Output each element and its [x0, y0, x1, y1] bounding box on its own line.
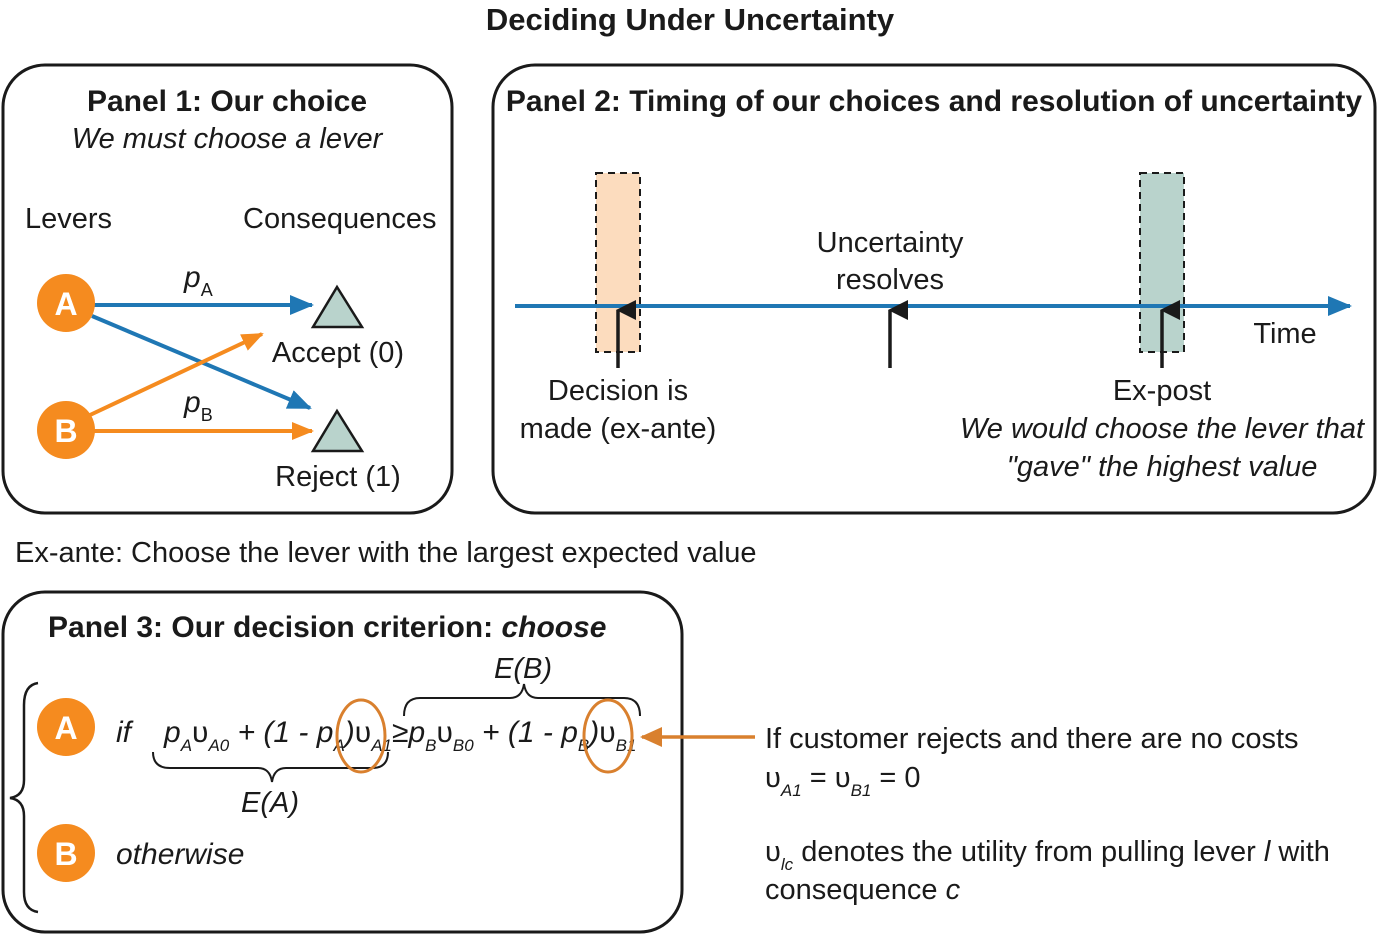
- note-def-line2: consequence: [765, 874, 946, 906]
- formula-close-2: ): [586, 716, 599, 749]
- accept-triangle: [310, 284, 365, 329]
- panel-1-subtitle: We must choose a lever: [72, 123, 384, 155]
- formula-p-a-2: p: [316, 716, 334, 749]
- formula-u-b0-sub: B0: [453, 736, 474, 755]
- arrow-b-accept: [89, 332, 264, 417]
- if-word: if: [116, 716, 134, 749]
- decision-label-line1: Decision is: [548, 375, 688, 407]
- formula-p-b-sub: B: [425, 736, 436, 755]
- note-def-l: l: [1264, 836, 1272, 868]
- reject-triangle: [310, 408, 365, 453]
- panel-3-title-italic: choose: [501, 611, 606, 644]
- criterion-lever-a-letter: A: [54, 710, 77, 746]
- note-def-text2: with: [1270, 836, 1330, 868]
- lever-b-letter: B: [54, 413, 77, 449]
- note-line1: If customer rejects and there are no cos…: [765, 723, 1299, 755]
- u-a1-highlight: [335, 698, 387, 774]
- lever-a-circle: [37, 274, 95, 332]
- panel-3-title-main: Panel 3: Our decision criterion:: [48, 611, 501, 644]
- note-def-text: denotes the utility from pulling lever: [793, 836, 1264, 868]
- criterion-lever-b-circle: [37, 824, 95, 882]
- panel-1-frame: [1, 63, 454, 515]
- uncertainty-label-line1: Uncertainty: [817, 227, 964, 259]
- note-definition-line1: υlc denotes the utility from pulling lev…: [765, 836, 1330, 874]
- otherwise-word: otherwise: [116, 838, 244, 871]
- formula-close-1: ): [342, 716, 355, 749]
- consequences-label: Consequences: [243, 203, 436, 235]
- formula-u-b0: υ: [437, 716, 453, 749]
- panel-2-title: Panel 2: Timing of our choices and resol…: [506, 85, 1363, 118]
- note-definition-line2: consequence c: [765, 874, 961, 906]
- lever-b-circle: [37, 401, 95, 459]
- note-equation: υA1 = υB1 = 0: [765, 762, 921, 800]
- formula-plus-1: + (1 -: [229, 716, 317, 749]
- formula-u-a1-sub: A1: [370, 736, 392, 755]
- uncertainty-label-line2: resolves: [836, 264, 944, 296]
- lever-a-letter: A: [54, 286, 77, 322]
- note-eq-u1-sub: A1: [780, 781, 802, 800]
- note-def-u: υ: [765, 836, 781, 868]
- formula-p-b-2: p: [560, 716, 578, 749]
- time-label: Time: [1253, 318, 1316, 350]
- criterion-lever-a-circle: [37, 698, 95, 756]
- formula-u-a0-sub: A0: [207, 736, 229, 755]
- formula-p-a: p: [163, 716, 181, 749]
- ea-label: E(A): [241, 787, 299, 819]
- note-eq-u2: υ: [835, 762, 851, 794]
- panel-3-frame: [1, 590, 684, 934]
- decision-label-line2: made (ex-ante): [520, 413, 717, 445]
- note-def-u-sub: lc: [781, 855, 794, 874]
- reject-label: Reject (1): [275, 461, 401, 493]
- formula-geq: ≥: [392, 716, 408, 749]
- note-def-c: c: [946, 874, 961, 906]
- formula-p-a-sub: A: [180, 736, 192, 755]
- u-b1-highlight: [582, 698, 634, 774]
- formula-u-b1: υ: [599, 716, 615, 749]
- prob-a-label: pA: [183, 261, 213, 300]
- prob-a-sub: A: [201, 280, 213, 300]
- expected-value-formula: pAυA0 + (1 - pA)υA1≥pBυB0 + (1 - pB)υB1: [163, 716, 636, 755]
- main-title: Deciding Under Uncertainty: [486, 2, 895, 37]
- eb-brace: [403, 683, 641, 717]
- choice-brace: [9, 681, 39, 914]
- accept-label: Accept (0): [272, 337, 404, 369]
- prob-b-label: pB: [183, 386, 213, 425]
- prob-b-sub: B: [201, 405, 213, 425]
- panel-3-title: Panel 3: Our decision criterion: choose: [48, 611, 606, 644]
- prob-a-p: p: [183, 261, 201, 294]
- formula-u-a1: υ: [355, 716, 371, 749]
- levers-label: Levers: [25, 203, 112, 235]
- note-eq-u2-sub: B1: [851, 781, 872, 800]
- eb-label: E(B): [494, 653, 552, 685]
- note-eq-end: = 0: [871, 762, 920, 794]
- note-eq-mid: =: [802, 762, 835, 794]
- prob-b-p: p: [183, 386, 201, 419]
- ex-post-label: Ex-post: [1113, 375, 1211, 407]
- criterion-lever-b-letter: B: [54, 836, 77, 872]
- ex-post-note-line1: We would choose the lever that: [960, 413, 1366, 445]
- ex-post-note-line2: "gave" the highest value: [1007, 451, 1318, 483]
- note-eq-u1: υ: [765, 762, 781, 794]
- formula-plus-2: + (1 -: [474, 716, 562, 749]
- panel-1-title: Panel 1: Our choice: [87, 85, 367, 118]
- ex-ante-caption: Ex-ante: Choose the lever with the large…: [15, 537, 757, 569]
- ea-brace: [152, 751, 389, 783]
- panel-2-frame: [491, 63, 1377, 515]
- formula-u-a0: υ: [192, 716, 208, 749]
- formula-p-b: p: [407, 716, 425, 749]
